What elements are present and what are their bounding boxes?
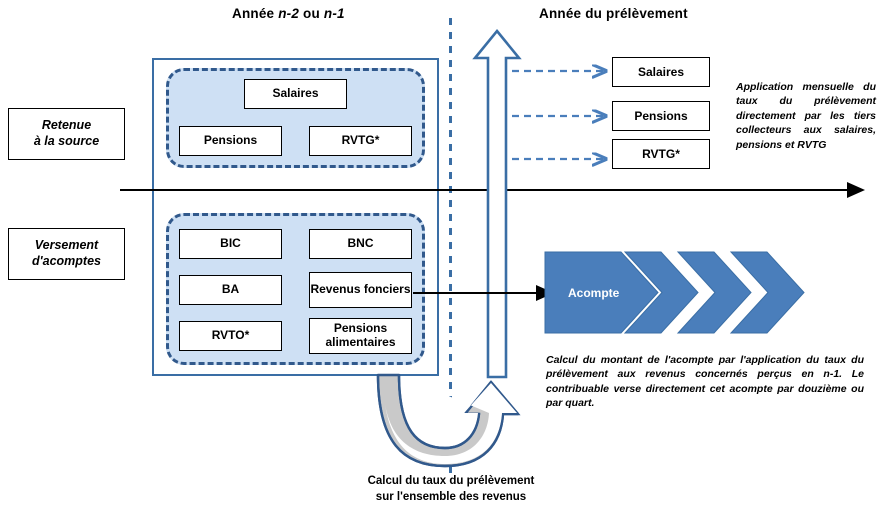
item-rvto[interactable]: RVTO* xyxy=(179,321,282,351)
main-up-arrow-white xyxy=(472,28,522,380)
chevron-1 xyxy=(544,251,659,334)
side-label-versement-line-1: Versement xyxy=(34,238,99,253)
side-label-versement-acomptes: Versement d'acomptes xyxy=(8,228,125,280)
side-label-versement-line-2: d'acomptes xyxy=(32,254,101,268)
bottom-caption-line-1: Calcul du taux du prélèvement xyxy=(367,475,535,487)
collector-box-rvtg[interactable]: RVTG* xyxy=(612,139,710,169)
item-bnc[interactable]: BNC xyxy=(309,229,412,259)
bottom-caption-line-2: sur l'ensemble des revenus xyxy=(375,490,527,503)
collector-box-pensions[interactable]: Pensions xyxy=(612,101,710,131)
header-right-year: Année du prélèvement xyxy=(539,6,688,21)
item-bic[interactable]: BIC xyxy=(179,229,282,259)
item-revenus-fonciers[interactable]: Revenus fonciers xyxy=(309,272,412,308)
collector-box-salaires[interactable]: Salaires xyxy=(612,57,710,87)
note-retenue-a-la-source: Application mensuelle du taux du prélève… xyxy=(736,81,876,151)
chevron-2 xyxy=(623,251,699,334)
side-label-retenue-line-2: à la source xyxy=(33,134,100,148)
header-left-year: Année n-2 ou n-1 xyxy=(232,6,345,21)
arrow-acomptes-to-chevrons xyxy=(413,284,561,302)
item-ba[interactable]: BA xyxy=(179,275,282,305)
chevron-3 xyxy=(676,251,752,334)
chevron-4 xyxy=(729,251,805,334)
header-left-prefix: Année xyxy=(232,6,279,21)
header-left-italic-1: n-2 xyxy=(278,6,300,21)
side-label-retenue-line-1: Retenue xyxy=(41,118,92,133)
item-rvtg-reference[interactable]: RVTG* xyxy=(309,126,412,156)
item-pensions-alimentaires[interactable]: Pensions alimentaires xyxy=(309,318,412,354)
chevron-label-acompte: Acompte xyxy=(568,286,620,300)
item-salaires-reference[interactable]: Salaires xyxy=(244,79,347,109)
acompte-chevron-sequence: Acompte xyxy=(544,250,865,335)
bottom-caption-taux-prelevement: Calcul du taux du prélèvement sur l'ense… xyxy=(330,474,572,505)
header-left-middle: ou xyxy=(299,6,324,21)
curved-feedback-arrow-highlight xyxy=(355,370,535,480)
note-acompte-calcul: Calcul du montant de l'acompte par l'app… xyxy=(546,354,864,410)
header-left-italic-2: n-1 xyxy=(323,6,345,21)
item-pensions-reference[interactable]: Pensions xyxy=(179,126,282,156)
dashed-arrows-to-collectors xyxy=(506,58,618,168)
item-revenus-fonciers-label: Revenus fonciers xyxy=(310,282,411,297)
item-pensions-alimentaires-label: Pensions alimentaires xyxy=(325,321,396,349)
side-label-retenue-a-la-source: Retenue à la source xyxy=(8,108,125,160)
